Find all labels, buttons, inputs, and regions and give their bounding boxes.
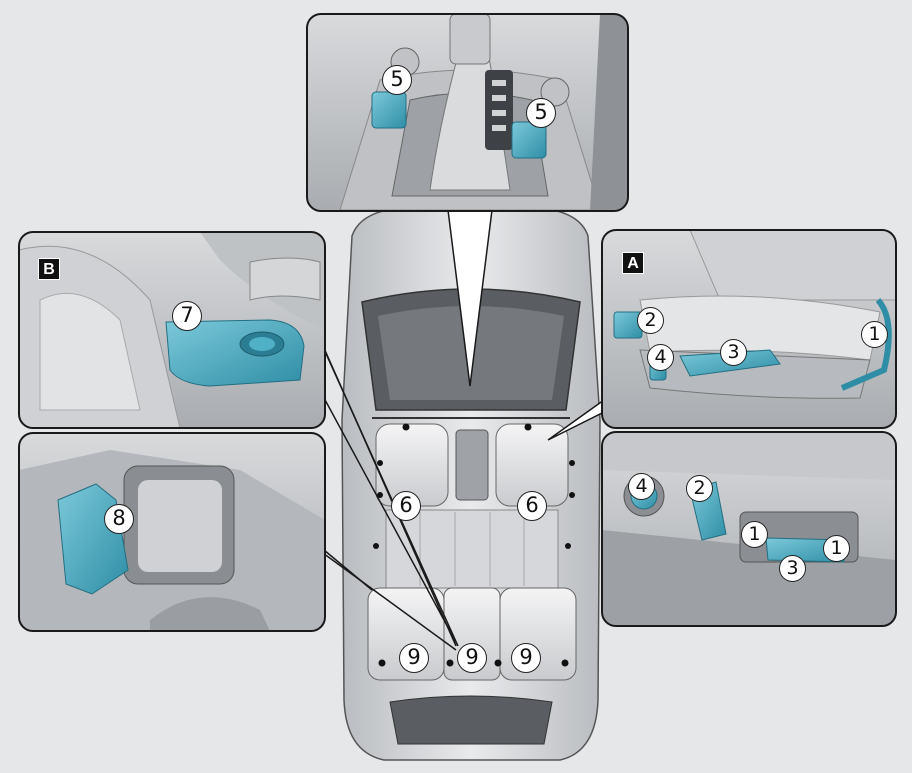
callout-1-panel-a2-right: 1	[823, 535, 850, 562]
callout-1-panel-a2-left: 1	[741, 521, 768, 548]
callout-3-panel-a: 3	[720, 339, 747, 366]
panel-b-armrest	[19, 232, 325, 428]
panel-b-label: B	[38, 258, 60, 280]
callout-4-panel-a2: 4	[628, 473, 655, 500]
panel-b2-console	[19, 433, 325, 631]
callout-6-left: 6	[391, 491, 421, 521]
callout-3-panel-a2: 3	[779, 555, 806, 582]
callout-1-panel-a: 1	[861, 321, 888, 348]
callout-2-panel-a: 2	[637, 307, 664, 334]
callout-5-right: 5	[526, 98, 556, 128]
callout-7: 7	[172, 301, 202, 331]
panel-a-label: A	[622, 252, 644, 274]
callout-9-left: 9	[399, 643, 429, 673]
callout-4-panel-a: 4	[647, 344, 674, 371]
callout-9-center: 9	[457, 643, 487, 673]
callout-9-right: 9	[511, 643, 541, 673]
panel-console	[307, 14, 628, 211]
callout-6-right: 6	[517, 491, 547, 521]
callout-5-left: 5	[382, 65, 412, 95]
callout-8: 8	[104, 504, 134, 534]
callout-2-panel-a2: 2	[686, 475, 713, 502]
